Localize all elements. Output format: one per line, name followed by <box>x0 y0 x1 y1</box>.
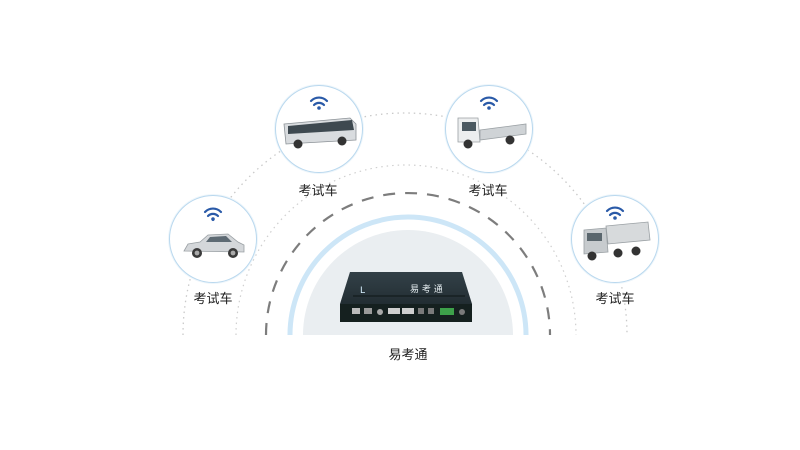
svg-text:L: L <box>360 286 365 296</box>
vehicle-node-car <box>169 195 257 283</box>
wifi-signal-icon <box>203 207 223 222</box>
vehicle-label-car: 考试车 <box>193 292 233 307</box>
truck-icon <box>457 117 527 149</box>
bus-icon <box>283 117 357 149</box>
device-brand-text: 易 考 通 <box>410 284 443 295</box>
device-box: L 易 考 通 <box>340 272 472 322</box>
inner-dotted-arc <box>235 164 577 336</box>
vehicle-node-dump-truck <box>571 195 659 283</box>
dump-truck-icon <box>583 221 651 261</box>
vehicle-label-bus: 考试车 <box>298 184 338 199</box>
blue-ring <box>287 214 529 336</box>
vehicle-node-bus <box>275 85 363 173</box>
vehicle-label-truck: 考试车 <box>468 184 508 199</box>
wifi-signal-icon <box>605 206 625 220</box>
wifi-signal-icon <box>479 96 499 110</box>
vehicle-label-dump-truck: 考试车 <box>595 292 635 307</box>
dashed-arc <box>264 191 552 336</box>
center-label: 易考通 <box>388 348 428 363</box>
vehicle-node-truck <box>445 85 533 173</box>
car-icon <box>183 233 245 258</box>
wifi-signal-icon <box>309 96 329 110</box>
